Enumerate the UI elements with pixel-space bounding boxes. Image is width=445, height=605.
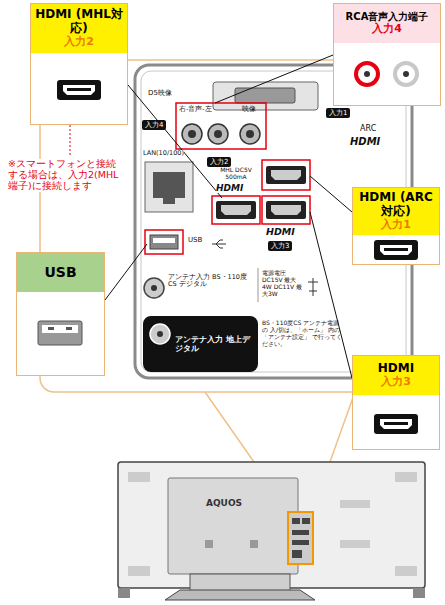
hdmi-icon [57,80,101,100]
highlight-frame [212,196,260,224]
usb-port [150,235,178,249]
callout-header: RCA音声入力端子入力4 [334,4,440,43]
tv-illustration [118,462,425,600]
input-number: 入力3 [356,376,436,389]
input-tag: 入力1 [326,108,350,118]
callout-title: HDMI (MHL対応) [34,8,124,36]
lan-jack [163,198,175,204]
port-name: 映像 [242,106,256,113]
usb-port [153,238,175,243]
input-number: 入力4 [337,23,437,36]
antenna-jack [144,278,164,298]
callout-body [352,187,440,265]
hdmi-callout: HDMI (ARC対応)入力1 [352,187,440,265]
lan-jack [145,162,193,212]
callout-header: HDMI入力3 [353,356,439,395]
highlight-frame [262,160,310,190]
dc-symbol [308,278,318,296]
hdmi-port [266,201,306,219]
port-name: 右-音声-左 [179,106,212,113]
hdmi-icon [374,240,418,260]
note-leader [70,125,71,157]
antenna-jack [150,324,170,344]
brand-logo: AQUOS [206,498,242,508]
callout-body [333,3,441,106]
highlight-frame [176,103,266,149]
input-number: 入力1 [356,219,436,232]
callout-header: USB [17,253,104,292]
d5-connector [235,88,295,103]
hdmi-port [266,166,306,184]
callout-title: HDMI (ARC対応) [356,191,436,219]
hdmi-callout: HDMI (MHL対応)入力2 [30,3,128,125]
rca-jacks [182,124,260,144]
hdmi-logo: HDMI [266,227,295,238]
input-tag: 入力3 [268,241,292,251]
port-name: USB [188,236,202,244]
hdmi-callout: HDMI入力3 [352,355,440,450]
callout-header: HDMI (ARC対応)入力1 [353,188,439,235]
callout-title: RCA音声入力端子 [337,11,437,23]
note: ※スマートフォンと接続する場合は、入力2(MHL端子)に接続します [8,159,124,192]
input-tag: 入力2 [207,157,231,167]
rca-callout: RCA音声入力端子入力4 [333,3,441,106]
usb-callout: USB [16,252,105,376]
leader-line [310,176,352,212]
input-tag: 入力4 [142,120,166,130]
port-name: アンテナ入力 BS・110度CS デジタル [168,274,248,289]
highlight-frame [262,196,310,224]
usb-symbol [212,240,226,248]
hdmi-logo: HDMI [350,136,380,148]
antenna-note: BS・110度CS アンテナ電源の 入/切は、「ホーム」 内の「アンテナ設定」 … [262,320,342,348]
port-name: LAN(10/100) [143,150,184,157]
hdmi-logo: HDMI [216,183,243,193]
port-name: D5映像 [148,89,172,97]
antenna-box: アンテナ入力 地上デジタル [143,316,258,372]
callout-body [16,252,105,376]
hdmi-icon [374,414,418,434]
highlight-frame [145,230,183,254]
leader-line [215,55,333,103]
usb-icon [38,321,82,345]
leader-line [128,85,222,198]
lan-jack [153,172,185,198]
antenna-ground [143,316,258,372]
rca-icon [356,63,417,85]
power-spec: 電源電圧 DC15V 最大4W DC11V 最大3W [262,270,306,298]
callout-body [352,355,440,450]
callout-body [30,3,128,125]
hdmi-port [216,201,256,219]
port-name: ARC [360,124,376,133]
input-number: 入力2 [34,36,124,49]
divider [258,268,259,302]
leader-line [310,212,352,378]
antenna-jack [157,331,163,337]
callout-title: HDMI [356,362,436,376]
callout-title: USB [20,264,101,280]
leader-line [105,244,147,300]
antenna-jack [151,285,157,291]
node-text: アンテナ入力 地上デジタル [175,335,254,354]
callout-header: HDMI (MHL対応)入力2 [31,4,127,53]
port-spec: MHL DC5V 500mA [214,167,258,181]
